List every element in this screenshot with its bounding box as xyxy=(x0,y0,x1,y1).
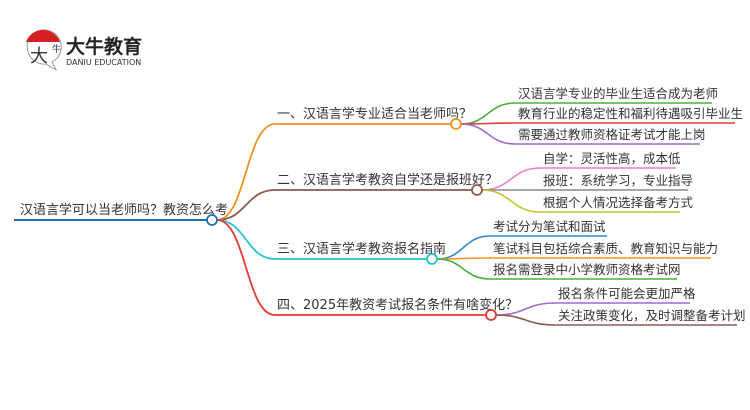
branch-collapse-toggle[interactable] xyxy=(485,309,497,321)
leaf-connector xyxy=(436,258,491,280)
leaf-node-label: 报班：系统学习，专业指导 xyxy=(543,173,693,188)
branch-connector xyxy=(216,123,276,221)
logo-name-en: DANIU EDUCATION xyxy=(66,58,141,67)
leaf-node-label: 根据个人情况选择备考方式 xyxy=(543,195,694,210)
branch-node-label: 一、汉语言学专业适合当老师吗？ xyxy=(277,106,472,122)
branch-connector xyxy=(216,219,276,316)
branch-node-label: 四、2025年教资考试报名条件有啥变化？ xyxy=(277,297,518,313)
leaf-node-label: 需要通过教师资格证考试才能上岗 xyxy=(518,127,706,142)
logo: 大 牛 大牛教育 DANIU EDUCATION xyxy=(26,29,142,72)
leaf-connector xyxy=(495,314,556,326)
branch-connector xyxy=(216,219,276,260)
leaf-node-label: 汉语言学专业的毕业生适合成为老师 xyxy=(518,86,718,101)
leaf-connector xyxy=(460,123,516,145)
leaf-node-label: 关注政策变化，及时调整备考计划 xyxy=(558,308,746,323)
logo-mark: 大 xyxy=(30,46,48,67)
branch-node-label: 三、汉语言学考教资报名指南 xyxy=(277,241,446,257)
branch-collapse-toggle[interactable] xyxy=(450,118,462,130)
leaf-node-label: 报名条件可能会更加严格 xyxy=(558,286,696,301)
logo-name-cn: 大牛教育 xyxy=(66,35,142,58)
leaf-node-label: 报名需登录中小学教师资格考试网 xyxy=(493,262,681,277)
leaf-node-label: 考试分为笔试和面试 xyxy=(493,219,606,234)
branch-collapse-toggle[interactable] xyxy=(471,184,483,196)
leaf-node-label: 笔试科目包括综合素质、教育知识与能力 xyxy=(493,241,718,256)
leaf-connector xyxy=(481,189,541,213)
leaf-node-label: 教育行业的稳定性和福利待遇吸引毕业生 xyxy=(518,106,743,121)
root-collapse-toggle[interactable] xyxy=(206,214,218,226)
branch-connector xyxy=(216,189,276,221)
branch-collapse-toggle[interactable] xyxy=(426,253,438,265)
root-node-label: 汉语言学可以当老师吗？教资怎么考 xyxy=(20,202,228,218)
branch-node-label: 二、汉语言学考教资自学还是报班好？ xyxy=(277,172,498,188)
logo-mark-seal: 牛 xyxy=(52,43,61,55)
leaf-node-label: 自学：灵活性高，成本低 xyxy=(543,151,681,166)
